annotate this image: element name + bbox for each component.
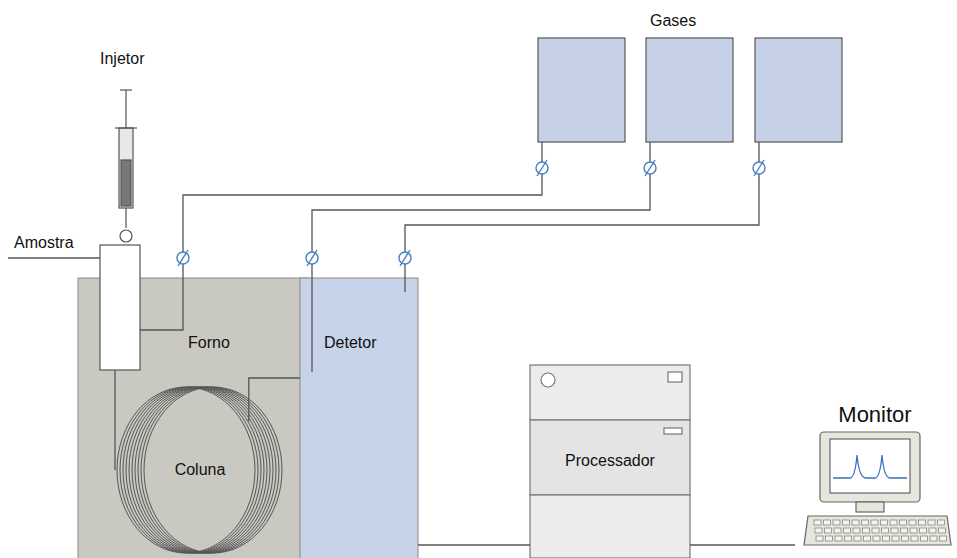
key xyxy=(891,528,898,533)
key xyxy=(863,528,870,533)
key xyxy=(853,528,860,533)
key xyxy=(940,536,947,541)
valve xyxy=(306,250,318,266)
key xyxy=(873,536,880,541)
gas-line xyxy=(312,142,650,372)
connector-line xyxy=(690,544,795,545)
key xyxy=(910,528,917,533)
valve xyxy=(753,160,765,176)
key xyxy=(911,536,918,541)
key xyxy=(864,536,871,541)
coil-winding xyxy=(123,387,261,553)
key xyxy=(833,520,840,525)
column-coil: Coluna xyxy=(115,385,285,555)
coil-winding xyxy=(135,387,273,553)
key xyxy=(938,520,945,525)
injection-port xyxy=(100,245,140,370)
coil-winding xyxy=(141,387,279,553)
key xyxy=(882,528,889,533)
key xyxy=(835,536,842,541)
injector-label: Injetor xyxy=(100,50,144,68)
connector-line xyxy=(418,544,530,545)
oven-box: FornoColuna xyxy=(78,278,300,558)
connector-line xyxy=(249,378,300,421)
key xyxy=(852,520,859,525)
gas-line xyxy=(405,142,759,292)
sample-line xyxy=(8,257,100,258)
key xyxy=(834,528,841,533)
key xyxy=(920,528,927,533)
coil-outline xyxy=(115,385,285,555)
gas-box xyxy=(538,38,625,142)
key xyxy=(824,520,831,525)
syringe xyxy=(115,90,137,242)
key xyxy=(871,520,878,525)
key xyxy=(919,520,926,525)
key xyxy=(939,528,946,533)
key xyxy=(881,520,888,525)
valve xyxy=(536,160,548,176)
key xyxy=(872,528,879,533)
monitor-node: Monitor xyxy=(795,398,955,550)
key xyxy=(843,520,850,525)
detector-housing xyxy=(300,278,418,558)
gas-box xyxy=(646,38,733,142)
key xyxy=(816,536,823,541)
coil-winding xyxy=(138,387,276,553)
key xyxy=(901,528,908,533)
coil-winding xyxy=(117,387,255,553)
key xyxy=(902,536,909,541)
coil-winding xyxy=(144,387,282,553)
key xyxy=(929,528,936,533)
key xyxy=(930,536,937,541)
gas-lines xyxy=(128,142,759,372)
coil-winding xyxy=(132,387,270,553)
gas-line xyxy=(128,142,542,330)
key xyxy=(900,520,907,525)
port-to-column-line xyxy=(114,370,115,470)
node-label: Processador xyxy=(565,452,655,470)
processor-unit xyxy=(530,365,690,558)
processor-box: Processador xyxy=(530,365,690,558)
sample-label: Amostra xyxy=(14,234,74,252)
gases-label: Gases xyxy=(650,12,696,30)
key xyxy=(844,528,851,533)
key xyxy=(854,536,861,541)
key xyxy=(928,520,935,525)
coil-winding xyxy=(129,387,267,553)
key xyxy=(883,536,890,541)
key xyxy=(845,536,852,541)
key xyxy=(909,520,916,525)
valve xyxy=(177,250,189,266)
gas-box xyxy=(755,38,842,142)
key xyxy=(815,528,822,533)
valve xyxy=(644,160,656,176)
node-label: Detetor xyxy=(324,334,376,352)
key xyxy=(825,528,832,533)
monitor-computer xyxy=(804,432,951,545)
keyboard-keys xyxy=(814,520,947,541)
node-label: Coluna xyxy=(175,461,226,479)
node-label: Monitor xyxy=(838,402,911,427)
valves xyxy=(177,160,765,266)
detector-box: Detetor xyxy=(300,278,418,558)
valve xyxy=(399,250,411,266)
node-label: Forno xyxy=(188,334,230,352)
coil-winding xyxy=(120,387,258,553)
key xyxy=(921,536,928,541)
key xyxy=(826,536,833,541)
coil-winding xyxy=(126,387,264,553)
key xyxy=(862,520,869,525)
key xyxy=(890,520,897,525)
key xyxy=(892,536,899,541)
key xyxy=(814,520,821,525)
